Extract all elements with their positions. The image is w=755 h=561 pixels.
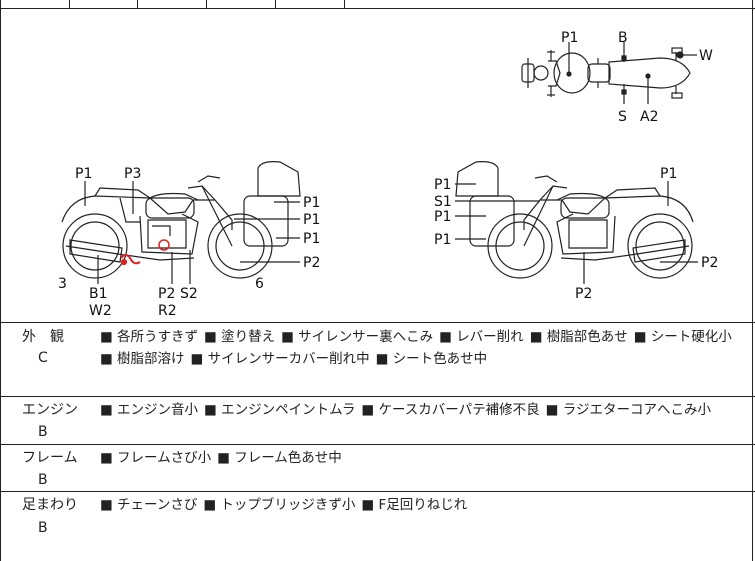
label-P2: P2: [303, 255, 320, 271]
header-row-border: [0, 8, 755, 9]
condition-item: チェーンさび: [100, 497, 197, 513]
label-W: W: [699, 48, 713, 64]
condition-item: シート色あせ中: [376, 351, 488, 367]
label-A2: A2: [640, 109, 658, 125]
label-P1: P1: [303, 231, 320, 247]
label-P1: P1: [303, 212, 320, 228]
condition-item: 樹脂部色あせ: [530, 329, 628, 345]
condition-items-line: 各所うすきず塗り替えサイレンサー裏へこみレバー削れ樹脂部色あせシート硬化小: [100, 327, 738, 347]
table-border: [0, 322, 755, 323]
label-P1: P1: [660, 166, 677, 182]
table-border: [0, 396, 755, 397]
label-P2: P2: [575, 286, 592, 302]
category-label: 外 観: [22, 329, 64, 345]
label-S: S: [618, 109, 627, 125]
label-P1: P1: [434, 209, 451, 225]
condition-item: 各所うすきず: [100, 329, 198, 345]
condition-item: ラジエターコアへこみ小: [546, 402, 711, 418]
category-grade: B: [38, 520, 48, 536]
label-B1: B1: [89, 286, 108, 302]
label-S2: S2: [180, 286, 198, 302]
damage-mark-red: [120, 254, 141, 265]
damage-mark-red-circle: [158, 239, 170, 251]
header-cell-divider: [206, 0, 207, 9]
condition-item: トップブリッジきず小: [203, 497, 355, 513]
category-label: 足まわり: [22, 497, 78, 513]
marker-W: [676, 51, 684, 59]
condition-item: エンジンペイントムラ: [204, 402, 355, 418]
condition-item: レバー削れ: [439, 329, 524, 345]
left-view-bike: [61, 161, 301, 279]
condition-item: シート硬化小: [634, 329, 732, 345]
label-P1: P1: [303, 195, 320, 211]
label-P2: P2: [701, 255, 718, 271]
label-W2: W2: [89, 303, 112, 319]
damage-mark-red: [120, 258, 128, 266]
label-R2: R2: [158, 303, 177, 319]
header-cell-divider: [344, 0, 345, 9]
label-P2: P2: [158, 286, 175, 302]
label-P1: P1: [434, 177, 451, 193]
label-S1: S1: [434, 194, 452, 210]
label-P1: P1: [75, 166, 92, 182]
condition-item: サイレンサーカバー削れ中: [191, 351, 370, 367]
condition-items-line: フレームさび小フレーム色あせ中: [100, 448, 348, 468]
condition-items-line: エンジン音小エンジンペイントムラケースカバーパテ補修不良ラジエターコアへこみ小: [100, 400, 717, 420]
category-label: エンジン: [22, 402, 78, 418]
condition-item: エンジン音小: [100, 402, 198, 418]
label-P1: P1: [561, 30, 578, 46]
marker-S: [621, 89, 627, 95]
category-grade: B: [38, 472, 48, 488]
condition-items-line: 樹脂部溶けサイレンサーカバー削れ中シート色あせ中: [100, 349, 493, 369]
condition-item: ケースカバーパテ補修不良: [361, 402, 539, 418]
header-cell-divider: [275, 0, 276, 9]
top-view-bike: [521, 47, 691, 99]
label-B: B: [618, 30, 628, 46]
header-cell-divider: [137, 0, 138, 9]
condition-item: フレームさび小: [100, 450, 211, 466]
condition-item: サイレンサー裏へこみ: [281, 329, 433, 345]
right-view-bike: [455, 161, 694, 279]
condition-items-line: チェーンさびトップブリッジきず小 F足回りねじれ: [100, 495, 473, 515]
label-P3: P3: [124, 166, 141, 182]
category-grade: B: [38, 424, 48, 440]
condition-item: 塗り替え: [204, 329, 275, 345]
category-label: フレーム: [22, 450, 78, 466]
marker-P1: [566, 71, 572, 77]
condition-item: F足回りねじれ: [361, 497, 467, 513]
header-cell-divider: [69, 0, 70, 9]
marker-B: [621, 55, 627, 61]
table-border: [0, 491, 755, 492]
label-3: 3: [58, 276, 67, 292]
label-6: 6: [255, 276, 264, 292]
motorcycle-damage-diagram: P1 B W S A2 P1 P3 P1 P1 P1 P2 3 B1 W2 P2…: [58, 30, 718, 319]
table-border: [0, 444, 755, 445]
condition-item: 樹脂部溶け: [100, 351, 185, 367]
marker-A2: [645, 73, 651, 79]
label-P1: P1: [434, 232, 451, 248]
condition-item: フレーム色あせ中: [217, 450, 342, 466]
category-grade: C: [38, 350, 48, 366]
